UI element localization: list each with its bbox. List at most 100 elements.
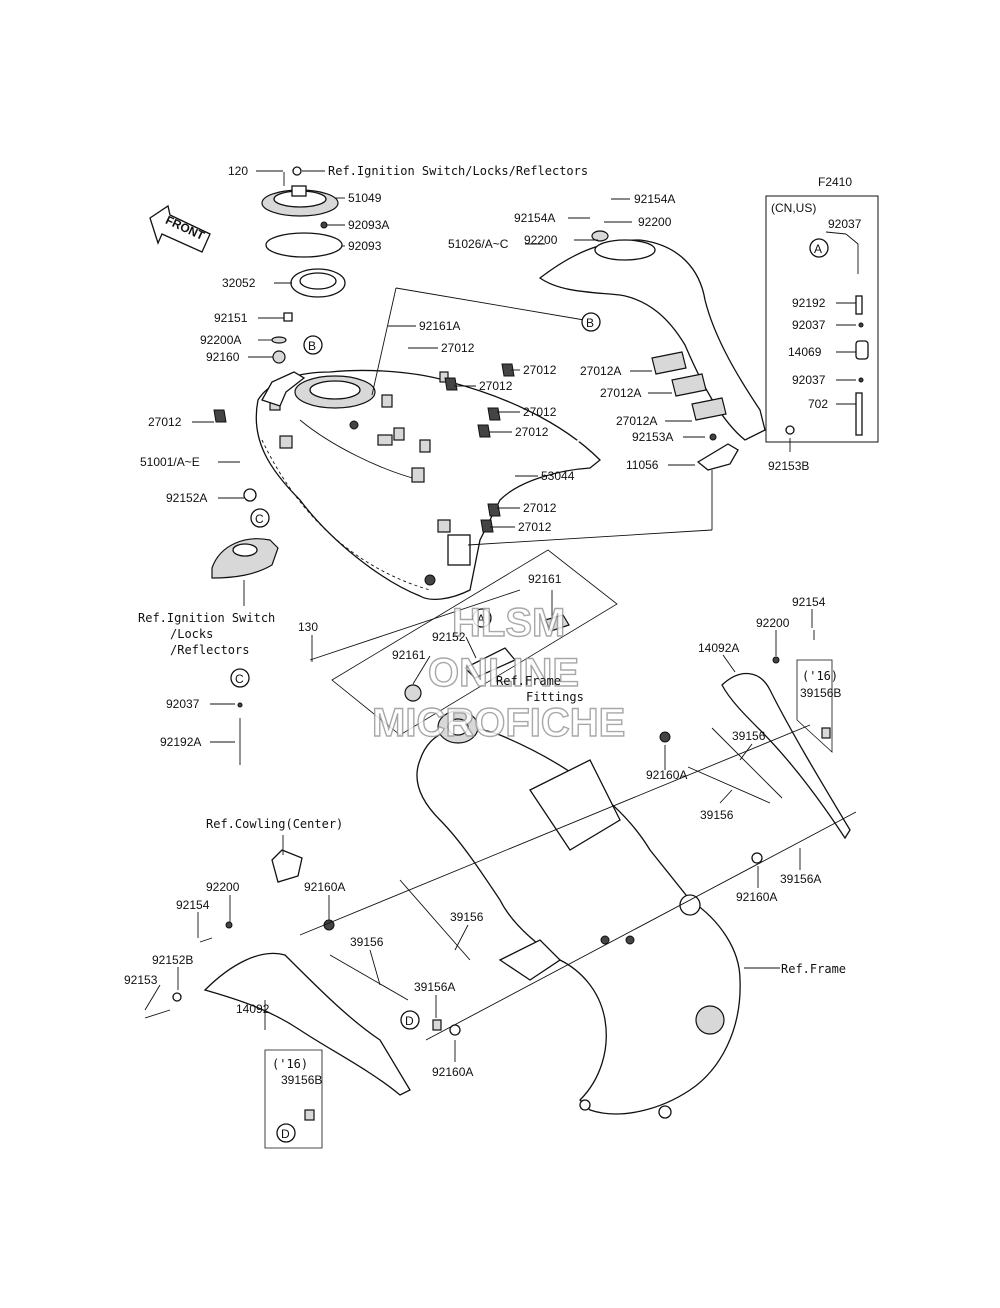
part-92192: 92192 — [792, 296, 826, 310]
part-27012-c: 27012 — [479, 379, 513, 393]
callout-b-1: B — [308, 339, 316, 353]
part-27012-a: 27012 — [441, 341, 475, 355]
cn-us-variant-box — [765, 195, 879, 443]
part-53044: 53044 — [541, 469, 575, 483]
year-16-right: ('16) — [802, 669, 838, 683]
part-92154-low: 92154 — [176, 898, 210, 912]
part-702: 702 — [808, 397, 828, 411]
pads-27012 — [213, 363, 515, 533]
ignition-housing — [211, 488, 279, 579]
ref-ignition-top: Ref.Ignition Switch/Locks/Reflectors — [328, 164, 588, 178]
part-39156A-right: 39156A — [780, 872, 821, 886]
part-92161A: 92161A — [419, 319, 460, 333]
part-27012-b: 27012 — [523, 363, 557, 377]
part-labels: 120 51049 92093A 92093 32052 92151 92200… — [124, 164, 862, 1087]
ref-frame: Ref.Frame — [781, 962, 846, 976]
part-39156-l1: 39156 — [450, 910, 484, 924]
part-92200-right: 92200 — [756, 616, 790, 630]
fuel-cap-assembly — [261, 166, 346, 364]
ref-ignition-left-2: /Locks — [170, 627, 213, 641]
part-51026: 51026/A~C — [448, 237, 509, 251]
part-14069: 14069 — [788, 345, 822, 359]
part-92200A: 92200A — [200, 333, 241, 347]
ref-frame-fittings-2: Fittings — [526, 690, 584, 704]
part-92161-top: 92161 — [528, 572, 562, 586]
part-92154A-top: 92154A — [634, 192, 675, 206]
fuel-tank-51001 — [255, 369, 601, 601]
part-14092: 14092 — [236, 1002, 270, 1016]
part-92153: 92153 — [124, 973, 158, 987]
watermark-line-3: MICROFICHE — [372, 701, 625, 745]
callout-circles: B B C C A A D D — [230, 238, 829, 1143]
part-27012-f: 27012 — [148, 415, 182, 429]
part-39156B-low: 39156B — [281, 1073, 322, 1087]
watermark-line-2: ONLINE — [428, 651, 579, 695]
part-92152: 92152 — [432, 630, 466, 644]
part-120: 120 — [228, 164, 248, 178]
watermark-line-1: HLSM — [452, 601, 565, 645]
ref-ignition-left-1: Ref.Ignition Switch — [138, 611, 275, 625]
part-92151: 92151 — [214, 311, 248, 325]
callout-d-1: D — [405, 1014, 414, 1028]
part-27012-g: 27012 — [523, 501, 557, 515]
part-92160A-1: 92160A — [646, 768, 687, 782]
part-27012A-3: 27012A — [616, 414, 657, 428]
part-92037-cn: 92037 — [828, 217, 862, 231]
part-27012A-2: 27012A — [600, 386, 641, 400]
callout-a-2: A — [477, 612, 485, 626]
part-51001: 51001/A~E — [140, 455, 200, 469]
tank-cover-51026 — [538, 230, 766, 441]
part-27012-d: 27012 — [523, 405, 557, 419]
part-92161-bot: 92161 — [392, 648, 426, 662]
callout-a-1: A — [814, 242, 822, 256]
fuel-pump-panel — [237, 589, 570, 765]
ref-cowling: Ref.Cowling(Center) — [206, 817, 343, 831]
part-39156B-right: 39156B — [800, 686, 841, 700]
part-92160: 92160 — [206, 350, 240, 364]
part-92160A-4: 92160A — [432, 1065, 473, 1079]
front-arrow: FRONT — [149, 204, 211, 253]
frame-cover-14092A — [659, 630, 851, 864]
part-27012-h: 27012 — [518, 520, 552, 534]
part-92037-c: 92037 — [792, 373, 826, 387]
ref-ignition-left-3: /Reflectors — [170, 643, 249, 657]
part-39156-r1: 39156 — [732, 729, 766, 743]
watermark: HLSM ONLINE MICROFICHE — [371, 600, 626, 745]
part-92154A-left: 92154A — [514, 211, 555, 225]
year-16-low: ('16) — [272, 1057, 308, 1071]
part-92152B: 92152B — [152, 953, 193, 967]
callout-d-2: D — [281, 1127, 290, 1141]
breather-system — [845, 233, 869, 436]
part-92160A-2: 92160A — [736, 890, 777, 904]
part-92200-top: 92200 — [638, 215, 672, 229]
part-130: 130 — [298, 620, 318, 634]
part-32052: 32052 — [222, 276, 256, 290]
main-frame — [416, 710, 741, 1119]
leader-lines — [144, 170, 856, 1062]
part-51049: 51049 — [348, 191, 382, 205]
ref-frame-fittings-1: Ref.Frame — [496, 674, 561, 688]
part-92154-right: 92154 — [792, 595, 826, 609]
figure-code: F2410 — [818, 175, 852, 189]
part-92037-b: 92037 — [792, 318, 826, 332]
callout-c-2: C — [235, 672, 244, 686]
part-92093: 92093 — [348, 239, 382, 253]
part-11056: 11056 — [626, 458, 659, 472]
part-39156-l2: 39156 — [350, 935, 384, 949]
part-92160A-3: 92160A — [304, 880, 345, 894]
variant-cn-us: (CN,US) — [771, 201, 816, 215]
part-92153A: 92153A — [632, 430, 673, 444]
part-92200-left: 92200 — [524, 233, 558, 247]
part-92200-low: 92200 — [206, 880, 240, 894]
part-39156-r2: 39156 — [700, 808, 734, 822]
callout-c-1: C — [255, 512, 264, 526]
part-39156A-low: 39156A — [414, 980, 455, 994]
part-14092A: 14092A — [698, 641, 739, 655]
part-92093A: 92093A — [348, 218, 389, 232]
callout-b-2: B — [586, 316, 594, 330]
part-92192A: 92192A — [160, 735, 201, 749]
part-92153B: 92153B — [768, 459, 809, 473]
part-92037-left: 92037 — [166, 697, 200, 711]
